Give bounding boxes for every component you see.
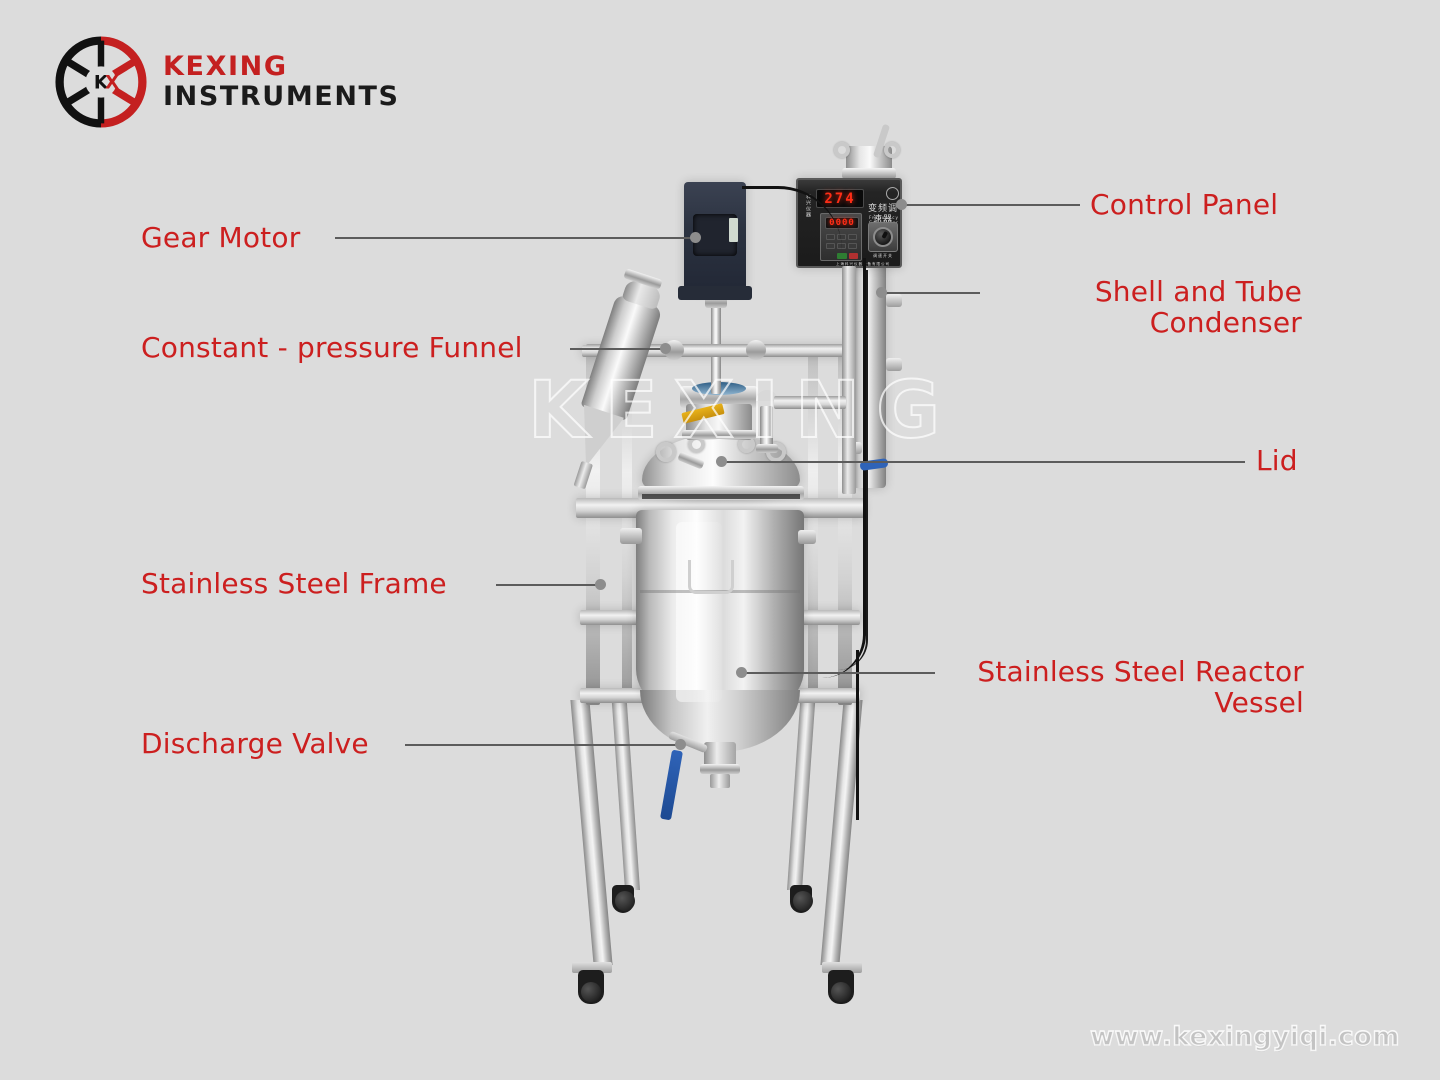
frame-leg-back-right [787, 690, 816, 890]
leader-line-reactor-vessel [740, 672, 935, 674]
discharge-valve-clamp [700, 764, 740, 774]
discharge-valve-body [704, 742, 736, 768]
leader-dot-gear-motor [690, 232, 701, 243]
leader-line-control-panel [900, 204, 1080, 206]
brand-logo: K X KEXING INSTRUMENTS [55, 36, 400, 128]
knob-label-cn: 调速开关 [873, 253, 893, 258]
condenser-clamp-ear-right [884, 142, 900, 158]
speed-control-knob[interactable] [873, 227, 893, 247]
callout-label-control-panel: Control Panel [1090, 188, 1279, 221]
frame-upright-inner-right [808, 352, 818, 697]
vapor-pipe-clamp [756, 444, 778, 453]
keypad-button-3[interactable] [848, 234, 857, 240]
cable-tail [856, 650, 859, 820]
condenser-port-upper [886, 294, 902, 307]
callout-label-discharge-valve: Discharge Valve [141, 727, 369, 760]
beam-clamp-right [746, 340, 766, 360]
brand-name-line1: KEXING [163, 50, 288, 82]
vessel-side-port-left [620, 528, 642, 544]
footer-watermark-url: www.kexingyiqi.com [1089, 1021, 1400, 1052]
condenser-top-clamp [842, 168, 896, 179]
vessel-lifting-bracket [688, 560, 734, 594]
leader-line-lid [720, 461, 1245, 463]
leader-line-condenser [880, 292, 980, 294]
callout-label-lid: Lid [1256, 444, 1298, 477]
panel-brand-mark-icon [886, 187, 899, 200]
vessel-side-port-right [798, 530, 816, 544]
frequency-display-primary: 274 [816, 189, 864, 208]
leader-dot-condenser [876, 287, 887, 298]
vessel-drain-nozzle [710, 774, 730, 788]
caster-wheel-bl [612, 885, 635, 913]
top-cross-beam [586, 344, 854, 357]
leader-line-discharge-valve [405, 744, 680, 746]
leg-foot-plate-fr [822, 962, 862, 973]
callout-label-steel-frame: Stainless Steel Frame [141, 567, 447, 600]
leader-dot-steel-frame [595, 579, 606, 590]
manway-clamp [682, 430, 756, 439]
leg-foot-plate-fl [572, 962, 612, 973]
leader-dot-reactor-vessel [736, 667, 747, 678]
caster-wheel-fr [828, 970, 854, 1004]
svg-text:X: X [105, 72, 119, 93]
callout-label-reactor-vessel: Stainless Steel Reactor Vessel [977, 655, 1304, 720]
condenser-port-lower [886, 358, 902, 371]
vapor-pipe-horizontal [774, 396, 846, 409]
motor-power-cable [742, 186, 842, 250]
frame-upright-inner-left [622, 352, 632, 697]
callout-label-constant-funnel: Constant - pressure Funnel [141, 331, 523, 364]
lid-clamp-band [642, 494, 800, 499]
condenser-clamp-ear-left [834, 142, 850, 158]
frame-leg-back-left [611, 690, 640, 890]
leader-line-steel-frame [496, 584, 600, 586]
svg-text:K: K [94, 72, 109, 93]
kexing-logo-icon: K X [55, 36, 147, 128]
leader-dot-discharge-valve [675, 739, 686, 750]
discharge-valve-handle[interactable] [660, 749, 683, 821]
leader-dot-lid [716, 456, 727, 467]
leader-dot-constant-funnel [660, 343, 671, 354]
leader-line-constant-funnel [570, 348, 665, 350]
lid-handle-left [656, 442, 676, 462]
control-panel[interactable]: 274 0000 变频调速器 Frequency Controller 调速开关… [796, 178, 902, 268]
gear-motor-nameplate [729, 218, 738, 242]
run-button[interactable] [837, 253, 847, 259]
vessel-inner-highlight [676, 522, 722, 702]
caster-wheel-fl [578, 970, 604, 1004]
panel-title-cn: 变频调速器 [867, 204, 898, 225]
frame-leg-front-left [570, 700, 613, 965]
keypad-button-6[interactable] [848, 243, 857, 249]
callout-label-gear-motor: Gear Motor [141, 221, 301, 254]
stop-button[interactable] [849, 253, 858, 259]
gear-motor-base [678, 286, 752, 300]
vapor-pipe-down [760, 406, 773, 448]
leader-dot-control-panel [896, 199, 907, 210]
brand-name-line2: INSTRUMENTS [163, 81, 400, 112]
reactor-apparatus-image: 274 0000 变频调速器 Frequency Controller 调速开关… [560, 90, 920, 1004]
caster-wheel-br [790, 885, 813, 913]
callout-label-condenser: Shell and Tube Condenser [1094, 275, 1302, 340]
leader-line-gear-motor [335, 237, 695, 239]
